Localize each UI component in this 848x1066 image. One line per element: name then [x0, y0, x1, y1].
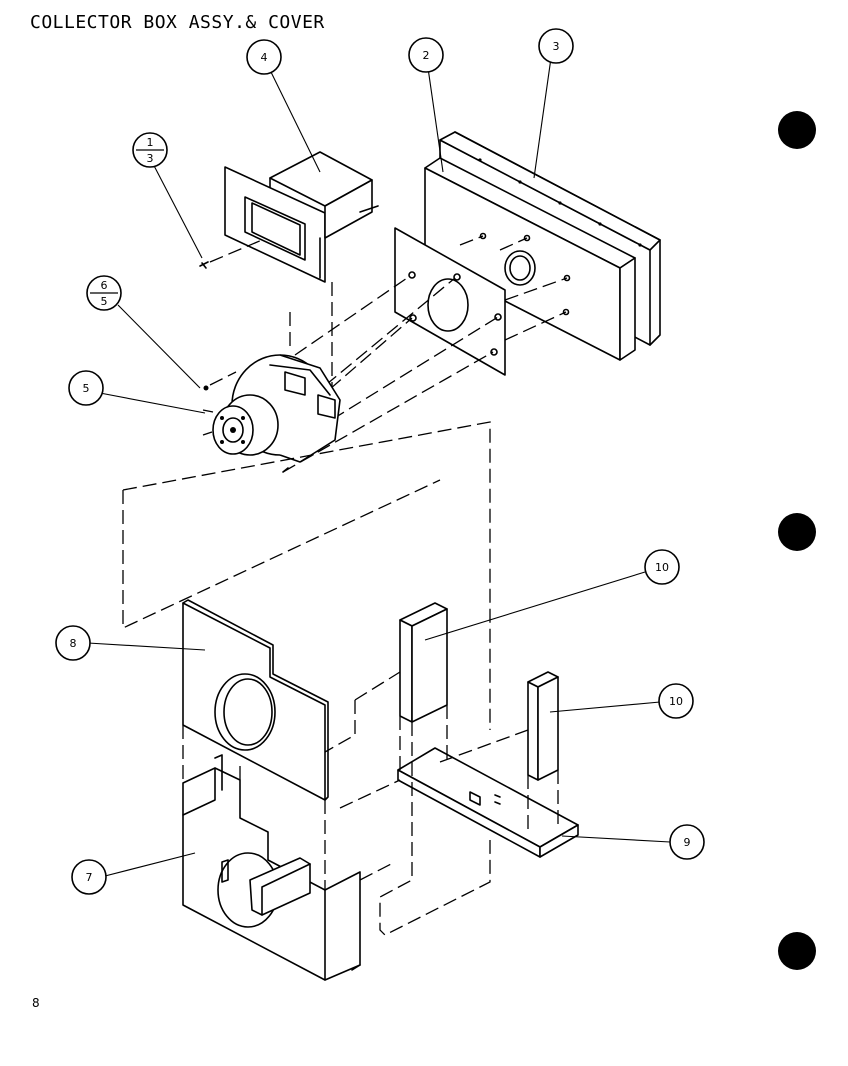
- callout-2: 2: [408, 37, 444, 73]
- part-6-5-screw: [203, 385, 209, 391]
- part-2-collector-cover: [424, 157, 636, 361]
- svg-text:7: 7: [86, 871, 93, 884]
- part-7-lower-panel: [182, 754, 361, 981]
- svg-text:8: 8: [70, 637, 77, 650]
- binder-hole-middle: [778, 513, 816, 551]
- svg-text:9: 9: [684, 836, 691, 849]
- part-1-3-screw: [199, 239, 263, 269]
- svg-text:6: 6: [101, 279, 108, 292]
- diagram-title: COLLECTOR BOX ASSY.& COVER: [30, 12, 325, 33]
- callout-10-lower: 10: [658, 683, 694, 719]
- binder-hole-bottom: [778, 932, 816, 970]
- svg-text:5: 5: [83, 382, 90, 395]
- callout-5: 5: [68, 370, 104, 406]
- svg-text:10: 10: [669, 695, 683, 708]
- assembly-lines-upper: [209, 235, 568, 473]
- callout-10-upper: 10: [644, 549, 680, 585]
- page-number: 8: [32, 996, 40, 1010]
- callout-7: 7: [71, 859, 107, 895]
- part-4-collector-box: [224, 151, 379, 283]
- svg-text:10: 10: [655, 561, 669, 574]
- svg-text:5: 5: [101, 295, 108, 308]
- callout-3: 3: [538, 28, 574, 64]
- cover-outline: [122, 421, 491, 730]
- svg-text:3: 3: [147, 152, 154, 165]
- leader-lines: [87, 57, 671, 877]
- part-9-base-plate: [397, 747, 579, 858]
- svg-text:3: 3: [553, 40, 560, 53]
- svg-text:2: 2: [423, 49, 430, 62]
- part-10-upper-block: [399, 602, 448, 723]
- callout-9: 9: [669, 824, 705, 860]
- callout-1-3: 1 3: [132, 132, 168, 168]
- part-10-lower-block: [527, 671, 559, 781]
- svg-text:4: 4: [261, 51, 268, 64]
- svg-text:1: 1: [147, 136, 154, 149]
- assembly-lines-lower: [182, 671, 559, 936]
- callout-6-5: 6 5: [86, 275, 122, 311]
- inducer-motor: [202, 354, 341, 473]
- callout-4: 4: [246, 39, 282, 75]
- callout-8: 8: [55, 625, 91, 661]
- binder-hole-top: [778, 111, 816, 149]
- part-8-cover-panel: [182, 599, 329, 801]
